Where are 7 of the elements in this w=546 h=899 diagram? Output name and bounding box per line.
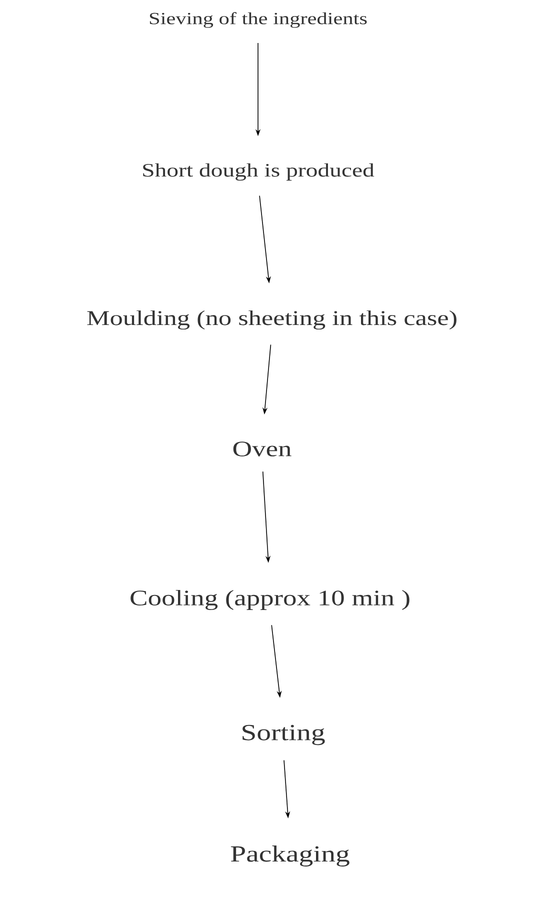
step-text: Moulding (no sheeting in this case) [87, 310, 456, 330]
step-text: Short dough is produced [143, 163, 374, 181]
step-text: Packaging [230, 846, 350, 866]
step-text: Oven [233, 442, 292, 456]
step-text: Cooling (approx 10 min ) [130, 590, 410, 610]
step-text: Sieving of the ingredients [150, 12, 367, 28]
step-text: Sorting [242, 724, 325, 746]
